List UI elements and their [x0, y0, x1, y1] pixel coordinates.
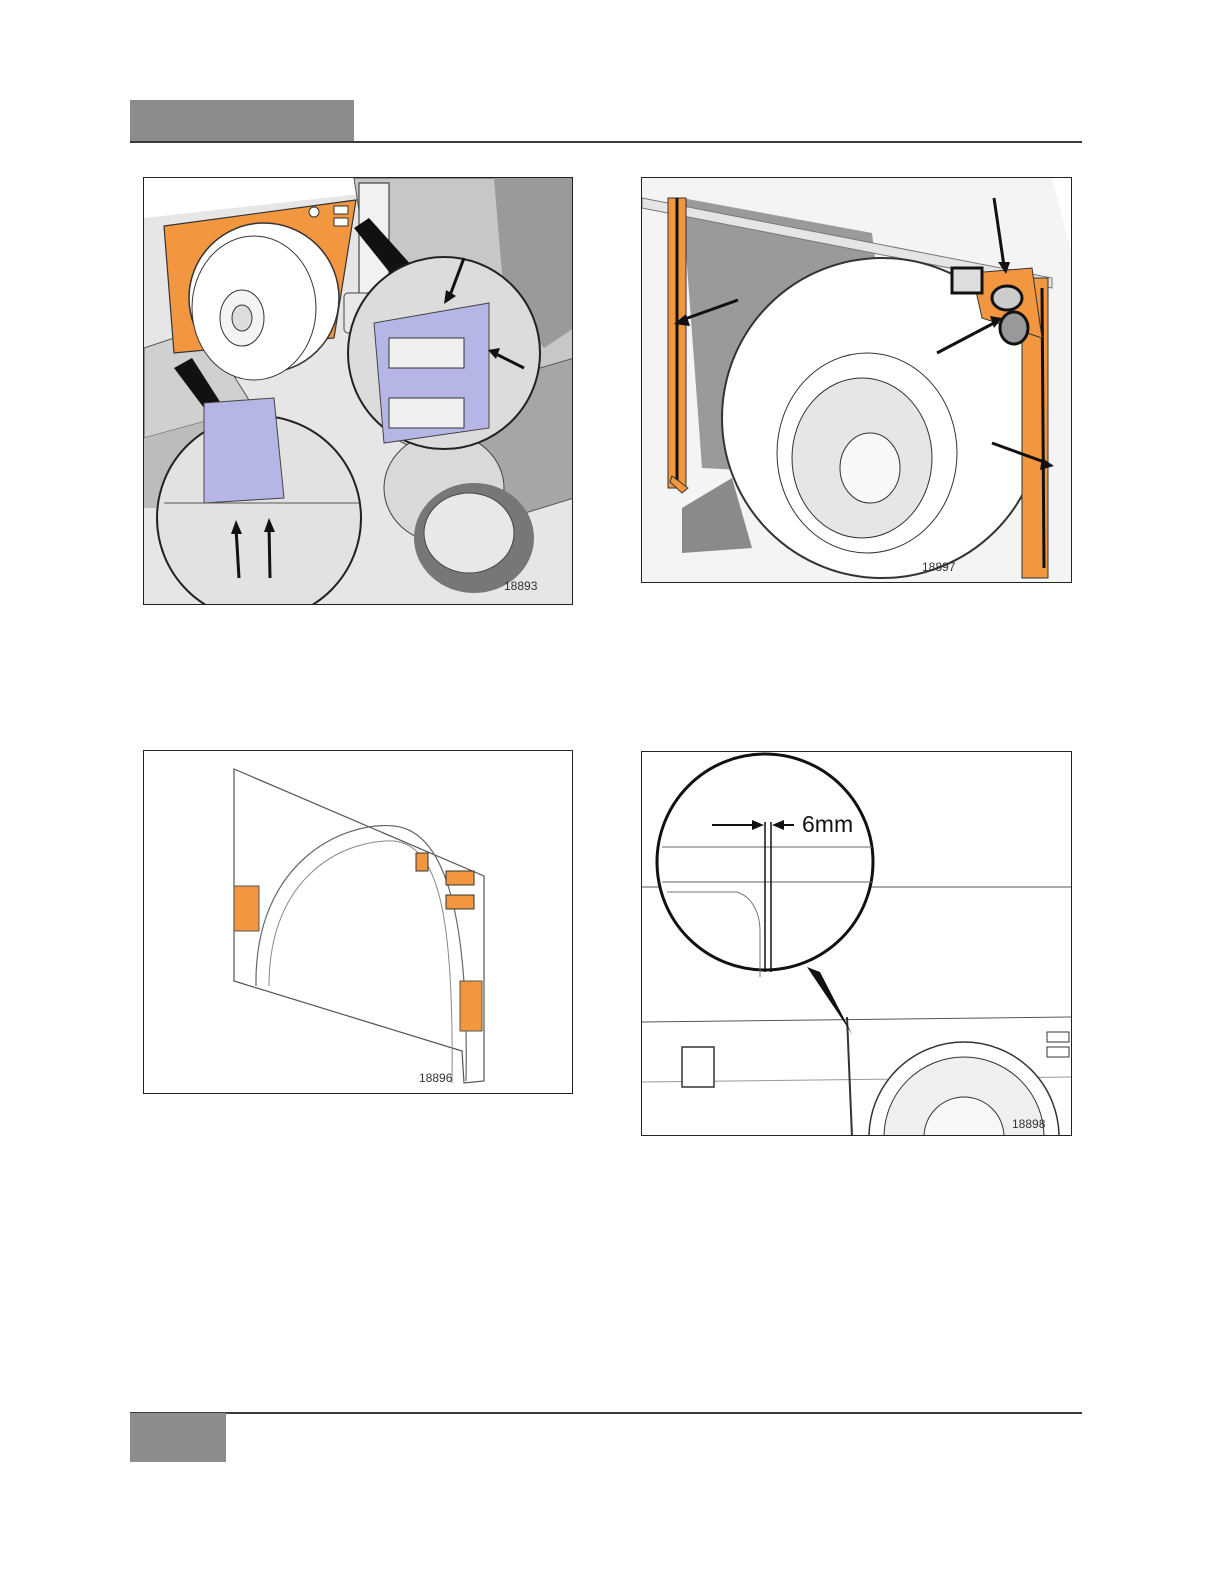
- dimension-callout: 6mm: [802, 811, 853, 838]
- figure-number: 18898: [1012, 1117, 1045, 1131]
- figure-number: 18893: [504, 579, 537, 593]
- figure-18897-illustration: [642, 178, 1072, 583]
- figure-18893-illustration: [144, 178, 573, 605]
- header-rule: [130, 141, 1082, 143]
- footer-tab: [130, 1413, 226, 1462]
- header-tab: [130, 100, 354, 142]
- figure-18893: 18893: [143, 177, 573, 605]
- figure-18896: 18896: [143, 750, 573, 1094]
- figure-18898-illustration: [642, 752, 1072, 1136]
- figure-18896-illustration: [144, 751, 573, 1094]
- figure-18898: 6mm 18898: [641, 751, 1072, 1136]
- figure-18897: 18897: [641, 177, 1072, 583]
- figure-number: 18896: [419, 1071, 452, 1085]
- figure-number: 18897: [922, 560, 955, 574]
- footer-rule: [130, 1412, 1082, 1414]
